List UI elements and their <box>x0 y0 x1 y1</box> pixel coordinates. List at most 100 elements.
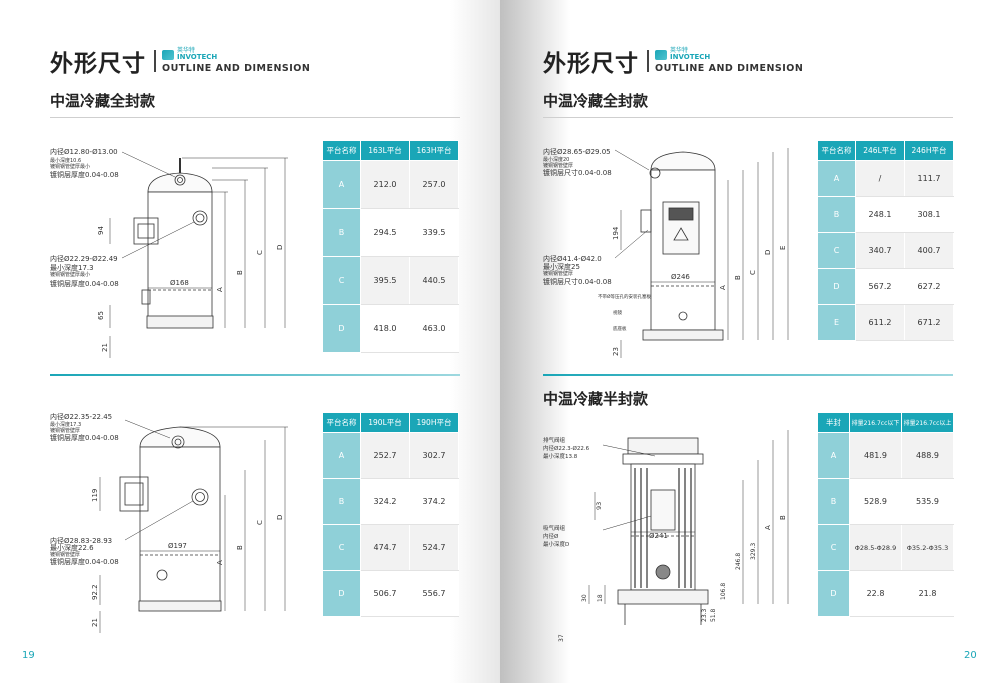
note-line: 内径Ø41.4-Ø42.0 <box>543 254 602 263</box>
dim-label: A <box>216 287 224 292</box>
table-cell: 324.2 <box>360 478 410 525</box>
table-header-cell: 平台名称 <box>322 140 361 161</box>
dim-label: 23.3 <box>701 608 708 622</box>
callout-label: 不带Ø等压孔的安装孔塞板 <box>598 293 652 300</box>
table-header-row: 平台名称 190L平台 190H平台 <box>322 412 459 433</box>
page-title: 外形尺寸 <box>50 51 146 77</box>
table-header-cell: 半封 <box>817 412 850 433</box>
table-cell: 535.9 <box>901 478 954 525</box>
table-cell: Φ35.2-Φ35.3 <box>901 524 954 571</box>
title-divider <box>154 50 156 72</box>
spec-table-163: 平台名称 163L平台 163H平台 A 212.0 257.0 B 294.5… <box>322 140 459 353</box>
note-line: 排气阀组 <box>543 436 566 444</box>
table-cell: 481.9 <box>849 432 902 479</box>
table-row: D 506.7 556.7 <box>322 570 459 617</box>
table-row-label: D <box>817 268 856 305</box>
note-line: 镀铜钢管壁厚 <box>543 270 573 277</box>
table-cell: 294.5 <box>360 208 410 257</box>
note-line: 镀铜钢管壁厚 <box>50 551 80 558</box>
dim-label: 119 <box>91 489 99 502</box>
table-cell: 418.0 <box>360 304 410 353</box>
note-line: 镀铜钢管壁厚 <box>50 427 80 434</box>
note-line: 内径Ø22.35-22.45 <box>50 412 112 421</box>
dim-label: B <box>236 270 244 275</box>
dim-label: Ø168 <box>170 279 189 287</box>
dim-label: C <box>749 270 757 275</box>
compressor-drawing-246: 内径Ø28.65-Ø29.05 最小深度20 镀铜钢管壁厚 镀铜层尺寸0.04-… <box>543 147 789 358</box>
note-line: 镀铜钢管壁厚 <box>543 162 573 169</box>
note-line: 镀铜层尺寸0.04-0.08 <box>543 277 612 286</box>
section-title: 中温冷藏半封款 <box>543 390 649 408</box>
dim-label: 23 <box>612 347 620 356</box>
table-row-label: B <box>817 478 850 525</box>
table-cell: 252.7 <box>360 432 410 479</box>
spec-table-190: 平台名称 190L平台 190H平台 A 252.7 302.7 B 324.2… <box>322 412 459 617</box>
table-cell: 627.2 <box>904 268 954 305</box>
section-divider <box>543 117 953 118</box>
table-row-label: A <box>322 160 361 209</box>
table-cell: 395.5 <box>360 256 410 305</box>
page-header: 外形尺寸 英华特 INVOTECH OUTLINE AND DIMENSION <box>50 44 310 78</box>
dim-label: 51.8 <box>710 608 717 622</box>
table-row-label: C <box>817 524 850 571</box>
brand-block: 英华特 INVOTECH OUTLINE AND DIMENSION <box>655 47 803 74</box>
table-row: A / 111.7 <box>817 160 954 197</box>
table-cell: 340.7 <box>855 232 905 269</box>
table-row-label: B <box>817 196 856 233</box>
table-row: B 528.9 535.9 <box>817 478 954 525</box>
table-row: D 22.8 21.8 <box>817 570 954 617</box>
dim-label: 18 <box>597 594 604 602</box>
table-header-row: 平台名称 246L平台 246H平台 <box>817 140 954 161</box>
table-cell: 22.8 <box>849 570 902 617</box>
dim-label: 106.8 <box>720 583 727 600</box>
table-cell: 400.7 <box>904 232 954 269</box>
table-row: A 252.7 302.7 <box>322 432 459 479</box>
dim-label: C <box>256 520 264 525</box>
dim-label: 21 <box>101 343 109 352</box>
dim-label: 94 <box>97 226 105 235</box>
page-gutter-shadow <box>500 0 570 683</box>
dim-label: A <box>216 560 224 565</box>
dim-label: 37 <box>558 634 565 642</box>
table-row: D 567.2 627.2 <box>817 268 954 305</box>
table-cell: 212.0 <box>360 160 410 209</box>
brand-block: 英华特 INVOTECH OUTLINE AND DIMENSION <box>162 47 310 74</box>
table-row: C 340.7 400.7 <box>817 232 954 269</box>
table-header-cell: 163H平台 <box>409 140 459 161</box>
table-row-label: D <box>322 304 361 353</box>
note-line: 镀铜层厚度0.04-0.08 <box>50 170 119 179</box>
note-line: 最小深度10.6 <box>50 157 81 164</box>
table-cell: 463.0 <box>409 304 459 353</box>
dim-label: D <box>764 250 772 255</box>
table-header-cell: 190L平台 <box>360 412 410 433</box>
note-line: 最小深度17.3 <box>50 421 81 428</box>
section-divider <box>50 117 460 118</box>
note-line: 最小深度17.3 <box>50 263 94 272</box>
dim-label: 93 <box>595 502 603 510</box>
brand-logo-icon <box>655 49 667 60</box>
table-cell: 524.7 <box>409 524 459 571</box>
title-divider <box>647 50 649 72</box>
dim-label: 65 <box>97 311 105 320</box>
dim-label: E <box>779 246 787 250</box>
dim-label: B <box>236 545 244 550</box>
dim-label: 92.2 <box>91 584 99 600</box>
dim-label: 329.3 <box>750 543 757 560</box>
table-row-label: C <box>817 232 856 269</box>
table-row-label: A <box>817 432 850 479</box>
table-header-cell: 246H平台 <box>904 140 954 161</box>
note-line: 最小深度22.6 <box>50 543 94 552</box>
note-line: 内径Ø22.29-Ø22.49 <box>50 254 118 263</box>
dim-label: C <box>256 250 264 255</box>
table-cell: 111.7 <box>904 160 954 197</box>
table-row: B 324.2 374.2 <box>322 478 459 525</box>
note-line: 吸气阀组 <box>543 524 566 532</box>
table-header-cell: 平台名称 <box>322 412 361 433</box>
note-line: 镀铜层厚度0.04-0.08 <box>50 557 119 566</box>
table-row: B 248.1 308.1 <box>817 196 954 233</box>
brand-logo-cn: 英华特 <box>177 47 196 54</box>
table-row-label: E <box>817 304 856 341</box>
brand-logo-cn: 英华特 <box>670 47 689 54</box>
table-row: C 474.7 524.7 <box>322 524 459 571</box>
